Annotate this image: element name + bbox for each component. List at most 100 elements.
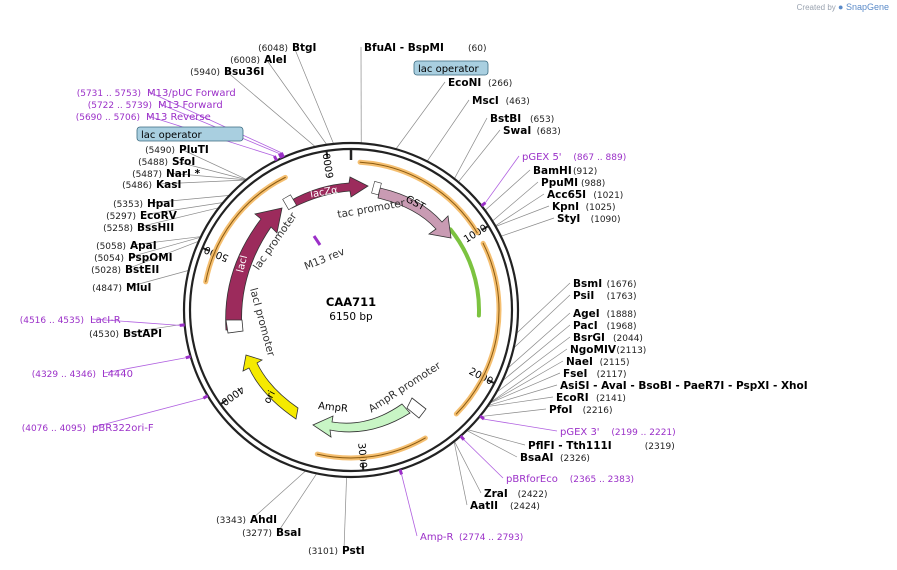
enzyme-name[interactable]: KpnI bbox=[552, 201, 579, 213]
enzyme-position: (3277) bbox=[242, 529, 272, 539]
enzyme-name[interactable]: AhdI bbox=[250, 514, 277, 526]
enzyme-name[interactable]: PflFI - Tth111I bbox=[528, 440, 612, 452]
enzyme-name[interactable]: SwaI bbox=[503, 125, 531, 137]
primer-name[interactable]: pBRforEco bbox=[506, 474, 558, 485]
enzyme-name[interactable]: PsiI bbox=[573, 290, 594, 302]
primer-name[interactable]: L4440 bbox=[102, 369, 133, 380]
tick-label: 4000 bbox=[219, 383, 246, 407]
enzyme-leader bbox=[180, 148, 247, 180]
enzyme-name[interactable]: Bsu36I bbox=[224, 66, 264, 78]
enzyme-position: (3343) bbox=[216, 516, 246, 526]
primer-name[interactable]: M13/pUC Forward bbox=[147, 88, 236, 99]
enzyme-name[interactable]: MscI bbox=[472, 95, 499, 107]
enzyme-name[interactable]: EcoRI bbox=[556, 392, 589, 404]
primer-leader bbox=[93, 397, 204, 428]
primer-leader bbox=[91, 318, 180, 326]
label-laci-promoter: lacI promoter bbox=[247, 287, 277, 359]
ampr-promoter-arrow[interactable] bbox=[406, 397, 427, 419]
enzyme-name[interactable]: StyI bbox=[557, 213, 580, 225]
enzyme-position: (2326) bbox=[560, 454, 590, 464]
enzyme-position: (5486) bbox=[122, 181, 152, 191]
enzyme-name[interactable]: BstEII bbox=[125, 264, 159, 276]
primer-site bbox=[398, 469, 403, 475]
enzyme-name[interactable]: NarI * bbox=[166, 168, 201, 180]
enzyme-name[interactable]: BfuAI - BspMI bbox=[364, 42, 444, 54]
enzyme-name[interactable]: PacI bbox=[573, 320, 598, 332]
enzyme-name[interactable]: BtgI bbox=[292, 42, 316, 54]
enzyme-name[interactable]: ApaI bbox=[130, 240, 157, 252]
enzyme-leader bbox=[487, 384, 558, 406]
enzyme-leader bbox=[500, 217, 555, 237]
enzyme-name[interactable]: MluI bbox=[126, 282, 151, 294]
primer-name[interactable]: pGEX 3' bbox=[560, 427, 600, 438]
enzyme-name[interactable]: BstBI bbox=[490, 113, 521, 125]
ori-arrow[interactable] bbox=[242, 354, 299, 420]
enzyme-name[interactable]: PspOMI bbox=[128, 252, 173, 264]
ampr-arrow[interactable] bbox=[312, 403, 411, 438]
enzyme-position: (5353) bbox=[113, 200, 143, 210]
enzyme-leader bbox=[148, 195, 230, 204]
primer-range: (2365 .. 2383) bbox=[570, 475, 634, 485]
enzyme-name[interactable]: NgoMIV bbox=[570, 344, 617, 356]
lac-operator-box[interactable] bbox=[413, 60, 489, 76]
primer-name[interactable]: M13 Forward bbox=[158, 100, 223, 111]
lacz-alpha-arrow[interactable] bbox=[289, 176, 369, 209]
enzyme-position: (683) bbox=[537, 127, 561, 137]
enzyme-name[interactable]: BstAPI bbox=[123, 328, 162, 340]
enzyme-position: (1888) bbox=[607, 310, 637, 320]
enzyme-leader bbox=[501, 324, 571, 382]
enzyme-name[interactable]: BsrGI bbox=[573, 332, 605, 344]
enzyme-position: (653) bbox=[530, 115, 554, 125]
enzyme-position: (4530) bbox=[89, 330, 119, 340]
enzyme-name[interactable]: AgeI bbox=[573, 308, 600, 320]
lac-operator-box[interactable] bbox=[136, 126, 244, 142]
primer-name[interactable]: pGEX 5' bbox=[522, 152, 562, 163]
gst-arrow[interactable] bbox=[377, 187, 452, 239]
primer-name[interactable]: LacI-R bbox=[90, 315, 121, 326]
enzyme-name[interactable]: AleI bbox=[264, 54, 287, 66]
enzyme-name[interactable]: FseI bbox=[563, 368, 587, 380]
enzyme-leader bbox=[507, 312, 571, 369]
enzyme-name[interactable]: SfoI bbox=[172, 156, 195, 168]
enzyme-position: (5258) bbox=[103, 224, 133, 234]
enzyme-leader bbox=[173, 160, 247, 181]
enzyme-name[interactable]: BamHI bbox=[533, 165, 572, 177]
enzyme-name[interactable]: Acc65I bbox=[547, 189, 586, 201]
primer-name[interactable]: M13 Reverse bbox=[146, 112, 211, 123]
enzyme-position: (2113) bbox=[616, 346, 646, 356]
plasmid-size: 6150 bp bbox=[329, 311, 373, 323]
enzyme-leader bbox=[454, 117, 488, 179]
primer-name[interactable]: pBR322ori-F bbox=[92, 423, 154, 434]
enzyme-name[interactable]: HpaI bbox=[147, 198, 174, 210]
primer-name[interactable]: Amp-R bbox=[420, 532, 454, 543]
enzyme-name[interactable]: EcoNI bbox=[448, 77, 481, 89]
enzyme-name[interactable]: KasI bbox=[156, 179, 181, 191]
enzyme-name[interactable]: BsmI bbox=[573, 278, 602, 290]
enzyme-name[interactable]: ZraI bbox=[484, 488, 508, 500]
enzyme-name[interactable]: EcoRV bbox=[140, 210, 178, 222]
enzyme-leader bbox=[466, 430, 518, 458]
enzyme-name[interactable]: BssHII bbox=[137, 222, 174, 234]
primer-range: (867 .. 889) bbox=[573, 153, 626, 163]
laci-arrow[interactable] bbox=[225, 207, 283, 331]
enzyme-leader bbox=[124, 323, 185, 334]
enzyme-name[interactable]: PpuMI bbox=[541, 177, 578, 189]
enzyme-name[interactable]: BsaAI bbox=[520, 452, 553, 464]
enzyme-leader bbox=[489, 360, 564, 404]
primer-range: (4076 .. 4095) bbox=[22, 424, 86, 434]
laci-promoter-arrow[interactable] bbox=[225, 319, 244, 334]
enzyme-name[interactable]: AsiSI - AvaI - BsoBI - PaeR7I - PspXI - … bbox=[560, 380, 808, 392]
enzyme-position: (5487) bbox=[132, 170, 162, 180]
plasmid-name: CAA711 bbox=[326, 295, 376, 309]
tick-mark bbox=[361, 463, 365, 471]
enzyme-leader bbox=[129, 236, 201, 258]
enzyme-name[interactable]: AatII bbox=[470, 500, 498, 512]
enzyme-leader bbox=[479, 408, 547, 418]
enzyme-leader bbox=[487, 396, 554, 407]
enzyme-name[interactable]: PluTI bbox=[179, 144, 209, 156]
enzyme-name[interactable]: NaeI bbox=[566, 356, 593, 368]
enzyme-name[interactable]: BsaI bbox=[276, 527, 301, 539]
enzyme-name[interactable]: PfoI bbox=[549, 404, 572, 416]
enzyme-position: (6048) bbox=[258, 44, 288, 54]
enzyme-name[interactable]: PstI bbox=[342, 545, 365, 557]
